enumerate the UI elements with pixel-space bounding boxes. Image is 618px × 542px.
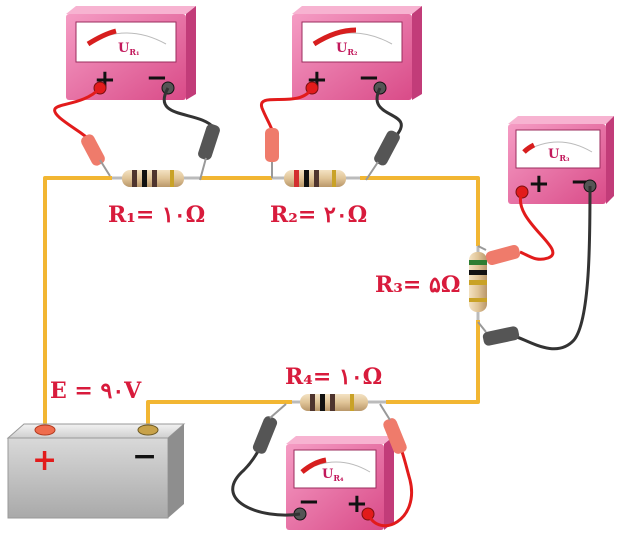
voltmeter-r1-label: UR₁ [118, 41, 140, 57]
voltmeter-r4-black-lead [231, 443, 301, 517]
r1-label: R₁= ۱۰Ω [108, 202, 205, 228]
battery-negative-terminal [137, 424, 159, 436]
r4-label: R₄= ۱۰Ω [285, 364, 382, 390]
r2-label: R₂= ۲۰Ω [270, 202, 367, 228]
battery-positive-terminal [34, 424, 56, 436]
wire-bottom [146, 400, 292, 424]
voltmeter-r3-black-probe [477, 321, 520, 346]
voltmeter-r2-black-lead [375, 87, 403, 137]
battery: + − [6, 423, 186, 519]
voltmeter-r4-black-probe [252, 403, 287, 454]
voltmeter-r2: UR₂ + − [292, 6, 422, 100]
voltmeter-r2-red-probe [265, 128, 279, 178]
voltmeter-r1: UR₁ + − [66, 6, 196, 100]
resistor-r2 [272, 170, 360, 187]
wire-left [43, 176, 112, 424]
voltmeter-r4-label: UR₄ [322, 467, 344, 483]
circuit-wires [43, 176, 480, 424]
resistor-r1 [112, 170, 200, 187]
voltmeter-r3-label: UR₃ [548, 147, 570, 163]
wire-right [360, 176, 480, 246]
voltmeter-r1-red-probe [81, 134, 111, 177]
voltmeter-r3-black-lead [513, 185, 592, 351]
voltmeter-r1-red-lead [53, 86, 102, 144]
voltmeter-r3: UR₃ + − [508, 116, 614, 204]
voltmeter-r3-red-probe [477, 244, 521, 266]
resistor-r3 [469, 246, 487, 320]
battery-emf-label: E = ۹۰V [50, 378, 142, 404]
battery-plus-sign: + [32, 443, 57, 478]
voltmeter-r3-plus: + [528, 169, 550, 199]
voltmeter-r4: UR₄ − + [286, 436, 394, 530]
voltmeter-r4-red-lead [366, 445, 414, 528]
battery-minus-sign: − [132, 439, 157, 474]
voltmeter-r2-label: UR₂ [336, 41, 358, 57]
wire-right-lower [386, 320, 480, 404]
resistor-r4 [292, 394, 386, 411]
voltmeter-r4-red-probe [379, 403, 407, 454]
voltmeter-r1-black-lead [162, 87, 216, 130]
voltmeter-r2-black-probe [365, 130, 400, 181]
voltmeter-r1-black-probe [198, 124, 220, 181]
voltmeter-r3-red-lead [518, 191, 555, 261]
voltmeter-r2-red-lead [260, 87, 314, 131]
r3-label: R₃= ۵Ω [375, 272, 460, 298]
